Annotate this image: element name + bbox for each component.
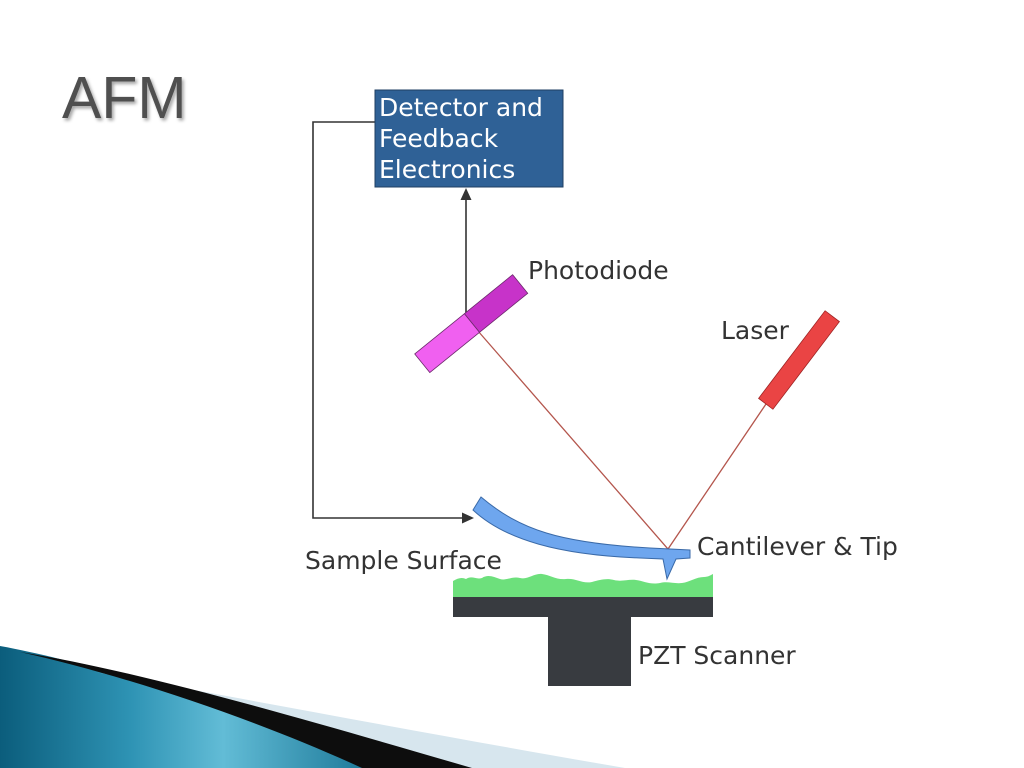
laser	[758, 310, 840, 410]
feedback-arrowhead-icon	[462, 512, 474, 524]
detector-box-line-1: Detector and	[379, 93, 543, 122]
laser-beam	[477, 330, 767, 551]
pzt-scanner	[453, 597, 713, 686]
scanner-stem	[548, 617, 631, 686]
slide-title: AFM	[62, 65, 187, 131]
laser-label: Laser	[721, 316, 790, 345]
swoosh-blue-band	[0, 646, 372, 768]
slide-decoration-swoosh	[0, 646, 625, 768]
photodiode	[414, 274, 529, 374]
photodiode-lower-segment	[414, 313, 481, 374]
feedback-line	[312, 121, 464, 519]
detector-box: Detector and Feedback Electronics	[374, 89, 564, 188]
laser-body	[758, 310, 840, 410]
sample-surface	[453, 573, 713, 597]
photodiode-label: Photodiode	[528, 256, 669, 285]
sample-surface-label: Sample Surface	[305, 546, 502, 575]
detector-box-line-3: Electronics	[379, 155, 515, 184]
detector-box-rect	[374, 89, 564, 188]
pzt-scanner-label: PZT Scanner	[638, 641, 796, 670]
cantilever-label: Cantilever & Tip	[697, 532, 898, 561]
cantilever-tip	[472, 496, 691, 581]
photodiode-upper-segment	[463, 274, 529, 333]
swoosh-black-wedge	[20, 652, 472, 768]
scanner-plate	[453, 597, 713, 617]
signal-arrowhead-icon	[460, 188, 472, 200]
detector-box-line-2: Feedback	[379, 124, 499, 153]
